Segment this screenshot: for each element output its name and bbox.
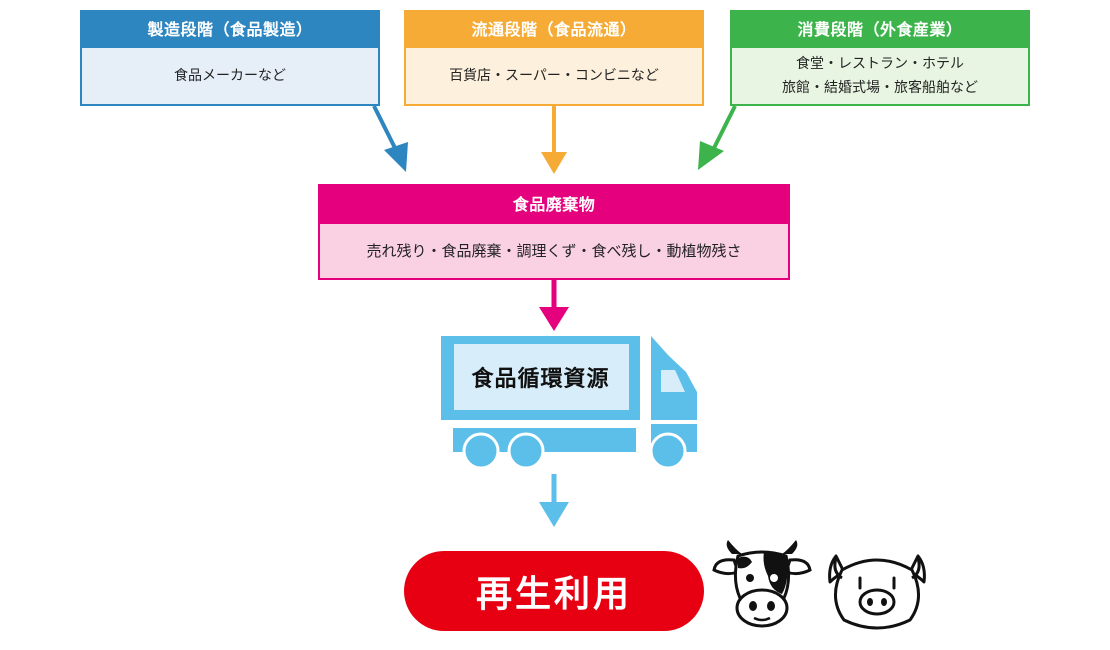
food-waste-description: 売れ残り・食品廃棄・調理くず・食べ残し・動植物残さ <box>366 242 742 260</box>
arrow-consumption-to-waste <box>698 105 737 170</box>
arrow-manufacturing-to-waste <box>372 105 408 172</box>
stage-distribution-title: 流通段階（食品流通） <box>406 12 702 48</box>
stage-distribution-body: 百貨店・スーパー・コンビニなど <box>406 48 702 104</box>
arrow-distribution-to-waste <box>541 106 567 174</box>
stage-distribution-line: 百貨店・スーパー・コンビニなど <box>449 68 659 84</box>
arrow-truck-to-reuse <box>539 474 569 527</box>
stage-consumption-line-2: 旅館・結婚式場・旅客船舶など <box>782 80 978 96</box>
pig-icon <box>828 554 926 630</box>
stage-manufacturing: 製造段階（食品製造） 食品メーカーなど <box>80 10 380 106</box>
recycling-badge: 再生利用 <box>404 551 704 631</box>
stage-distribution: 流通段階（食品流通） 百貨店・スーパー・コンビニなど <box>404 10 704 106</box>
food-cycle-resources-label: 食品循環資源 <box>471 367 610 392</box>
truck-icon <box>441 336 697 470</box>
food-waste-title: 食品廃棄物 <box>320 186 788 224</box>
cow-icon <box>712 540 812 628</box>
stage-consumption-body: 食堂・レストラン・ホテル 旅館・結婚式場・旅客船舶など <box>732 48 1028 104</box>
stage-manufacturing-title: 製造段階（食品製造） <box>82 12 378 48</box>
stage-manufacturing-line: 食品メーカーなど <box>174 68 286 84</box>
stage-consumption: 消費段階（外食産業） 食堂・レストラン・ホテル 旅館・結婚式場・旅客船舶など <box>730 10 1030 106</box>
stage-consumption-title: 消費段階（外食産業） <box>732 12 1028 48</box>
food-waste-box: 食品廃棄物 売れ残り・食品廃棄・調理くず・食べ残し・動植物残さ <box>318 184 790 280</box>
arrow-waste-to-truck <box>539 280 569 331</box>
stage-consumption-line-1: 食堂・レストラン・ホテル <box>796 56 964 72</box>
stage-manufacturing-body: 食品メーカーなど <box>82 48 378 104</box>
